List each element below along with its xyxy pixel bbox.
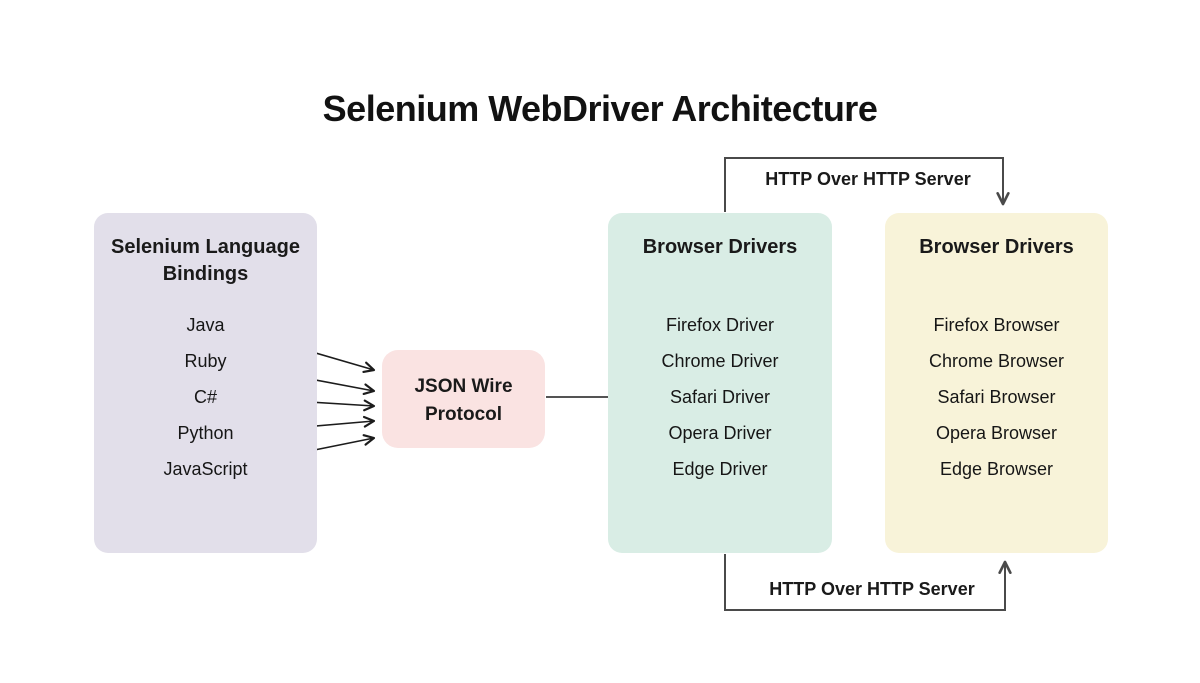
top-connector-label: HTTP Over HTTP Server [765, 169, 971, 189]
page-title: Selenium WebDriver Architecture [322, 88, 878, 130]
driver-item: Chrome Driver [661, 351, 779, 371]
browsers-title: Browser Drivers [919, 236, 1074, 258]
language-item: C# [193, 387, 217, 407]
browser-item: Chrome Browser [928, 351, 1065, 371]
language-item: Ruby [184, 351, 227, 371]
language-item: Java [186, 315, 225, 335]
bottom-connector-label: HTTP Over HTTP Server [769, 579, 975, 599]
driver-item: Opera Driver [668, 423, 772, 443]
driver-item: Edge Driver [672, 459, 768, 479]
browser-item: Opera Browser [935, 423, 1058, 443]
language-item: JavaScript [163, 459, 248, 479]
language-bindings-title: Selenium Language Bindings [111, 236, 300, 285]
browser-item: Safari Browser [937, 387, 1056, 407]
browser-item: Firefox Browser [933, 315, 1060, 335]
driver-item: Safari Driver [669, 387, 771, 407]
json-wire-protocol-box: JSON Wire Protocol [382, 350, 545, 448]
driver-item: Firefox Driver [665, 315, 774, 335]
json-wire-protocol-title: JSON Wire Protocol [414, 376, 513, 425]
browser-item: Edge Browser [939, 459, 1054, 479]
language-item: Python [177, 423, 234, 443]
browser-drivers-title: Browser Drivers [642, 236, 798, 258]
